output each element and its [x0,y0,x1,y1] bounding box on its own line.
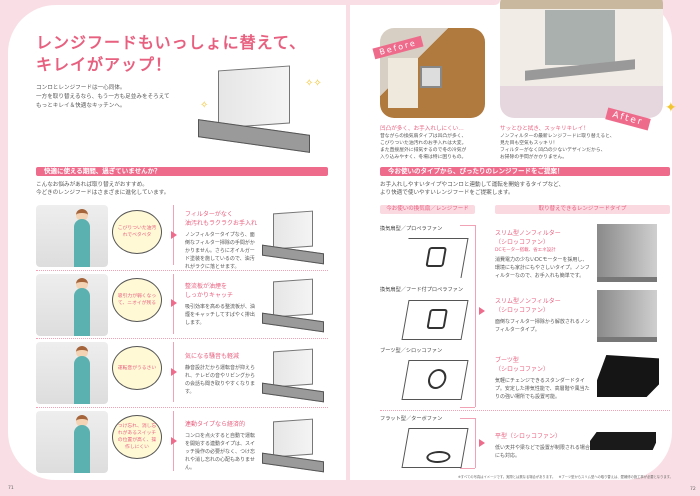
woman-phone-illustration [36,342,108,404]
speech-bubble: こびりついた油汚れでベタベタ [112,210,162,254]
section-header: 快適に使える期間、過ぎていませんか？ [36,167,328,176]
section-intro: こんなお悩みがあれば取り替えがおすすめ。今どきのレンジフードはさまざまに進化して… [36,182,170,196]
range-hood-image [198,65,310,153]
current-type-label: 換気扇型／フード付プロペラファン [380,287,464,293]
arrow-right-icon [171,437,177,445]
divider [380,410,670,411]
slim-hood-image [597,224,657,282]
after-caption: サッとひと拭き、スッキリキレイ！ ノンフィルターの最新レンジフードに取り替えると… [500,126,615,160]
current-type-label: 換気扇型／プロペラファン [380,226,443,232]
propeller-fan-diagram [401,238,469,278]
feature-text: 整流板が油煙をしっかりキャッチ 吸引効率を高める整流板が、油煙をキャッチしてすば… [185,283,255,326]
flat-hood-image [590,432,656,450]
speech-bubble: 運転音がうるさい [112,346,162,390]
hood-chimney [545,10,615,65]
page-number: 72 [690,487,696,492]
range-hood-image [262,210,324,265]
bracket-line [460,418,475,419]
page-corner [350,0,500,5]
column-header-replacement: 取り替えできるレンジフードタイプ [495,205,670,214]
cabinet [388,58,418,108]
feature-text: 気になる騒音も軽減 静音設計だから運転音が抑えられ、テレビの音やリビングからの会… [185,353,256,395]
woman-switch-illustration [36,411,108,473]
arrow-right-icon [171,231,177,239]
bracket-line [460,407,475,408]
divider [36,407,328,408]
option-boots: ブーツ型（シロッコファン） 気軽にチェンジできるスタンダードタイプ。安定した排気… [495,357,590,400]
section-intro: お手入れしやすいタイプやコンロと連動して運転を開始するタイプなど、より快適で使い… [380,182,565,196]
turbo-fan-diagram [401,428,469,468]
arrow-right-icon [479,307,485,315]
fan-icon [420,66,442,88]
sparkle-icon: ✧✧ [305,78,322,89]
range-hood-image [262,278,324,333]
current-type-label: ブーツ型／シロッコファン [380,348,443,354]
bracket-line [460,468,475,469]
arrow-right-icon [479,439,485,447]
bracket-line [460,225,475,226]
option-flat: 平型（シロッコファン） 低い天井や梁などで設置が制限される場合にも対応。 [495,433,590,459]
option-slim-dc: スリム型ノンフィルター（シロッコファン） DCモーター搭載、省エネ設計 消費電力… [495,230,590,279]
section-header: 今お使いのタイプから、ぴったりのレンジフードをご提案！ [380,167,670,176]
arrow-right-icon [171,368,177,376]
range-hood-image [262,418,324,473]
range-hood-image [262,348,324,403]
boots-hood-image [597,355,659,397]
bracket-line [475,418,476,468]
before-photo [380,28,485,118]
option-slim: スリム型ノンフィルター（シロッコファン） 面倒なフィルター掃除から解放されるノン… [495,298,590,333]
current-type-label: フラット型／ターボファン [380,416,443,422]
slim-hood-image [597,290,657,342]
before-caption: 凹凸が多く、お手入れしにくい… 昔ながらの換気扇タイプは凹凸が多く、こびりついた… [380,126,467,160]
column-header-current: 今お使いの換気扇／レンジフード [380,205,475,214]
arrow-right-icon [171,299,177,307]
divider [36,270,328,271]
page-number: 71 [8,486,14,491]
after-photo [500,0,663,118]
woman-smell-illustration [36,274,108,336]
bracket-line [475,225,476,407]
divider [36,338,328,339]
footnote: ※すべての写真はイメージです。実際とは異なる場合があります。 ※ブーツ型からスリ… [458,475,673,479]
sirocco-fan-diagram [401,360,469,400]
sparkle-icon: ✧ [200,100,209,111]
intro-text: コンロとレンジフードは一心同体。一方を取り替えるなら、もう一方も足並みをそろえて… [36,85,170,109]
hooded-propeller-fan-diagram [401,300,469,340]
speech-bubble: 吸引力が弱くなって、ニオイが残る [112,278,162,322]
page-title: レンジフードもいっしょに替えて、キレイがアップ！ [36,33,307,74]
sparkle-icon: ✦ [665,100,677,116]
feature-text: フィルターがなく油汚れもラクラクお手入れ ノンフィルタータイプなら、面倒なフィル… [185,211,258,270]
speech-bubble: つけ忘れ、消し忘れがあるスイッチの位置が高く、操作しにくい [112,415,162,459]
worried-woman-illustration [36,205,108,267]
feature-text: 連動タイプなら経済的 コンロを点火すると自動で運転を開始する連動タイプは、スイッ… [185,421,256,471]
